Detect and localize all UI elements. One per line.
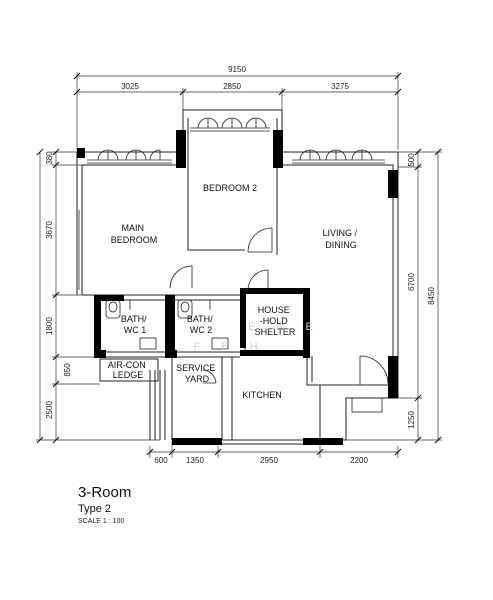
dim-right-1: 500	[407, 153, 416, 167]
dim-bottom-2: 1350	[186, 456, 204, 465]
doors	[169, 227, 389, 385]
dim-bottom-1: 600	[154, 456, 168, 465]
room-label-service-yard: SERVICE YARD	[176, 363, 218, 384]
dim-top-1: 3025	[121, 82, 139, 91]
room-label-bath-1: BATH/ WC 1	[121, 314, 149, 335]
bath2-line-2: WC 2	[190, 325, 213, 335]
walls-thick	[77, 130, 398, 445]
plan-title: 3-Room	[78, 484, 132, 501]
dim-left-1: 380	[45, 151, 54, 165]
room-label-shelter: HOUSE -HOLD SHELTER	[255, 305, 296, 337]
floor-plan: 9150 3025 2850 3275 380 3670 1800 850 25…	[36, 65, 442, 465]
dim-left-3: 1800	[45, 317, 54, 335]
living-line-1: LIVING /	[322, 228, 357, 238]
room-label-kitchen: KITCHEN	[242, 390, 282, 400]
dim-top-3: 3275	[331, 82, 349, 91]
plan-type: Type 2	[78, 503, 112, 515]
dim-right-2: 6700	[407, 273, 416, 291]
plan-caption: 3-Room Type 2 SCALE 1 : 100	[78, 484, 131, 527]
main-bedroom-line-2: BEDROOM	[111, 235, 158, 245]
dim-overall-height: 8450	[427, 287, 436, 305]
dim-top-2: 2850	[223, 82, 241, 91]
bath2-line-1: BATH/	[187, 314, 213, 324]
room-label-bedroom-2: BEDROOM 2	[203, 183, 257, 193]
watermark-line-1: E N E	[248, 321, 322, 333]
dim-right-3: 1250	[407, 411, 416, 429]
room-label-aircon-ledge: AIR-CON LEDGE	[108, 360, 149, 380]
dim-left-4: 850	[63, 363, 72, 377]
main-bedroom-line-1: MAIN	[121, 223, 144, 233]
shelter-line-3: SHELTER	[255, 327, 296, 337]
living-line-2: DINING	[325, 240, 357, 250]
watermark-line-2: F E H	[193, 341, 266, 353]
windows	[78, 117, 385, 290]
room-label-living-dining: LIVING / DINING	[322, 228, 359, 250]
bath1-line-1: BATH/	[121, 314, 147, 324]
room-label-bath-2: BATH/ WC 2	[187, 314, 215, 335]
dim-left-2: 3670	[45, 221, 54, 239]
aircon-line-2: LEDGE	[113, 370, 144, 380]
shelter-line-1: HOUSE	[258, 305, 290, 315]
dim-bottom-3: 2950	[260, 456, 278, 465]
dim-left-5: 2500	[45, 401, 54, 419]
fixtures	[105, 299, 383, 413]
plan-scale: SCALE 1 : 100	[78, 518, 125, 525]
dim-bottom-4: 2200	[350, 456, 368, 465]
bath1-line-2: WC 1	[124, 325, 147, 335]
service-line-1: SERVICE	[176, 363, 215, 373]
dimension-lines	[36, 72, 442, 458]
shelter-line-2: -HOLD	[260, 316, 289, 326]
dimension-ticks	[36, 72, 442, 456]
dim-overall-width: 9150	[228, 65, 246, 74]
service-line-2: YARD	[185, 374, 210, 384]
room-label-main-bedroom: MAIN BEDROOM	[111, 223, 158, 245]
aircon-line-1: AIR-CON	[108, 360, 146, 370]
